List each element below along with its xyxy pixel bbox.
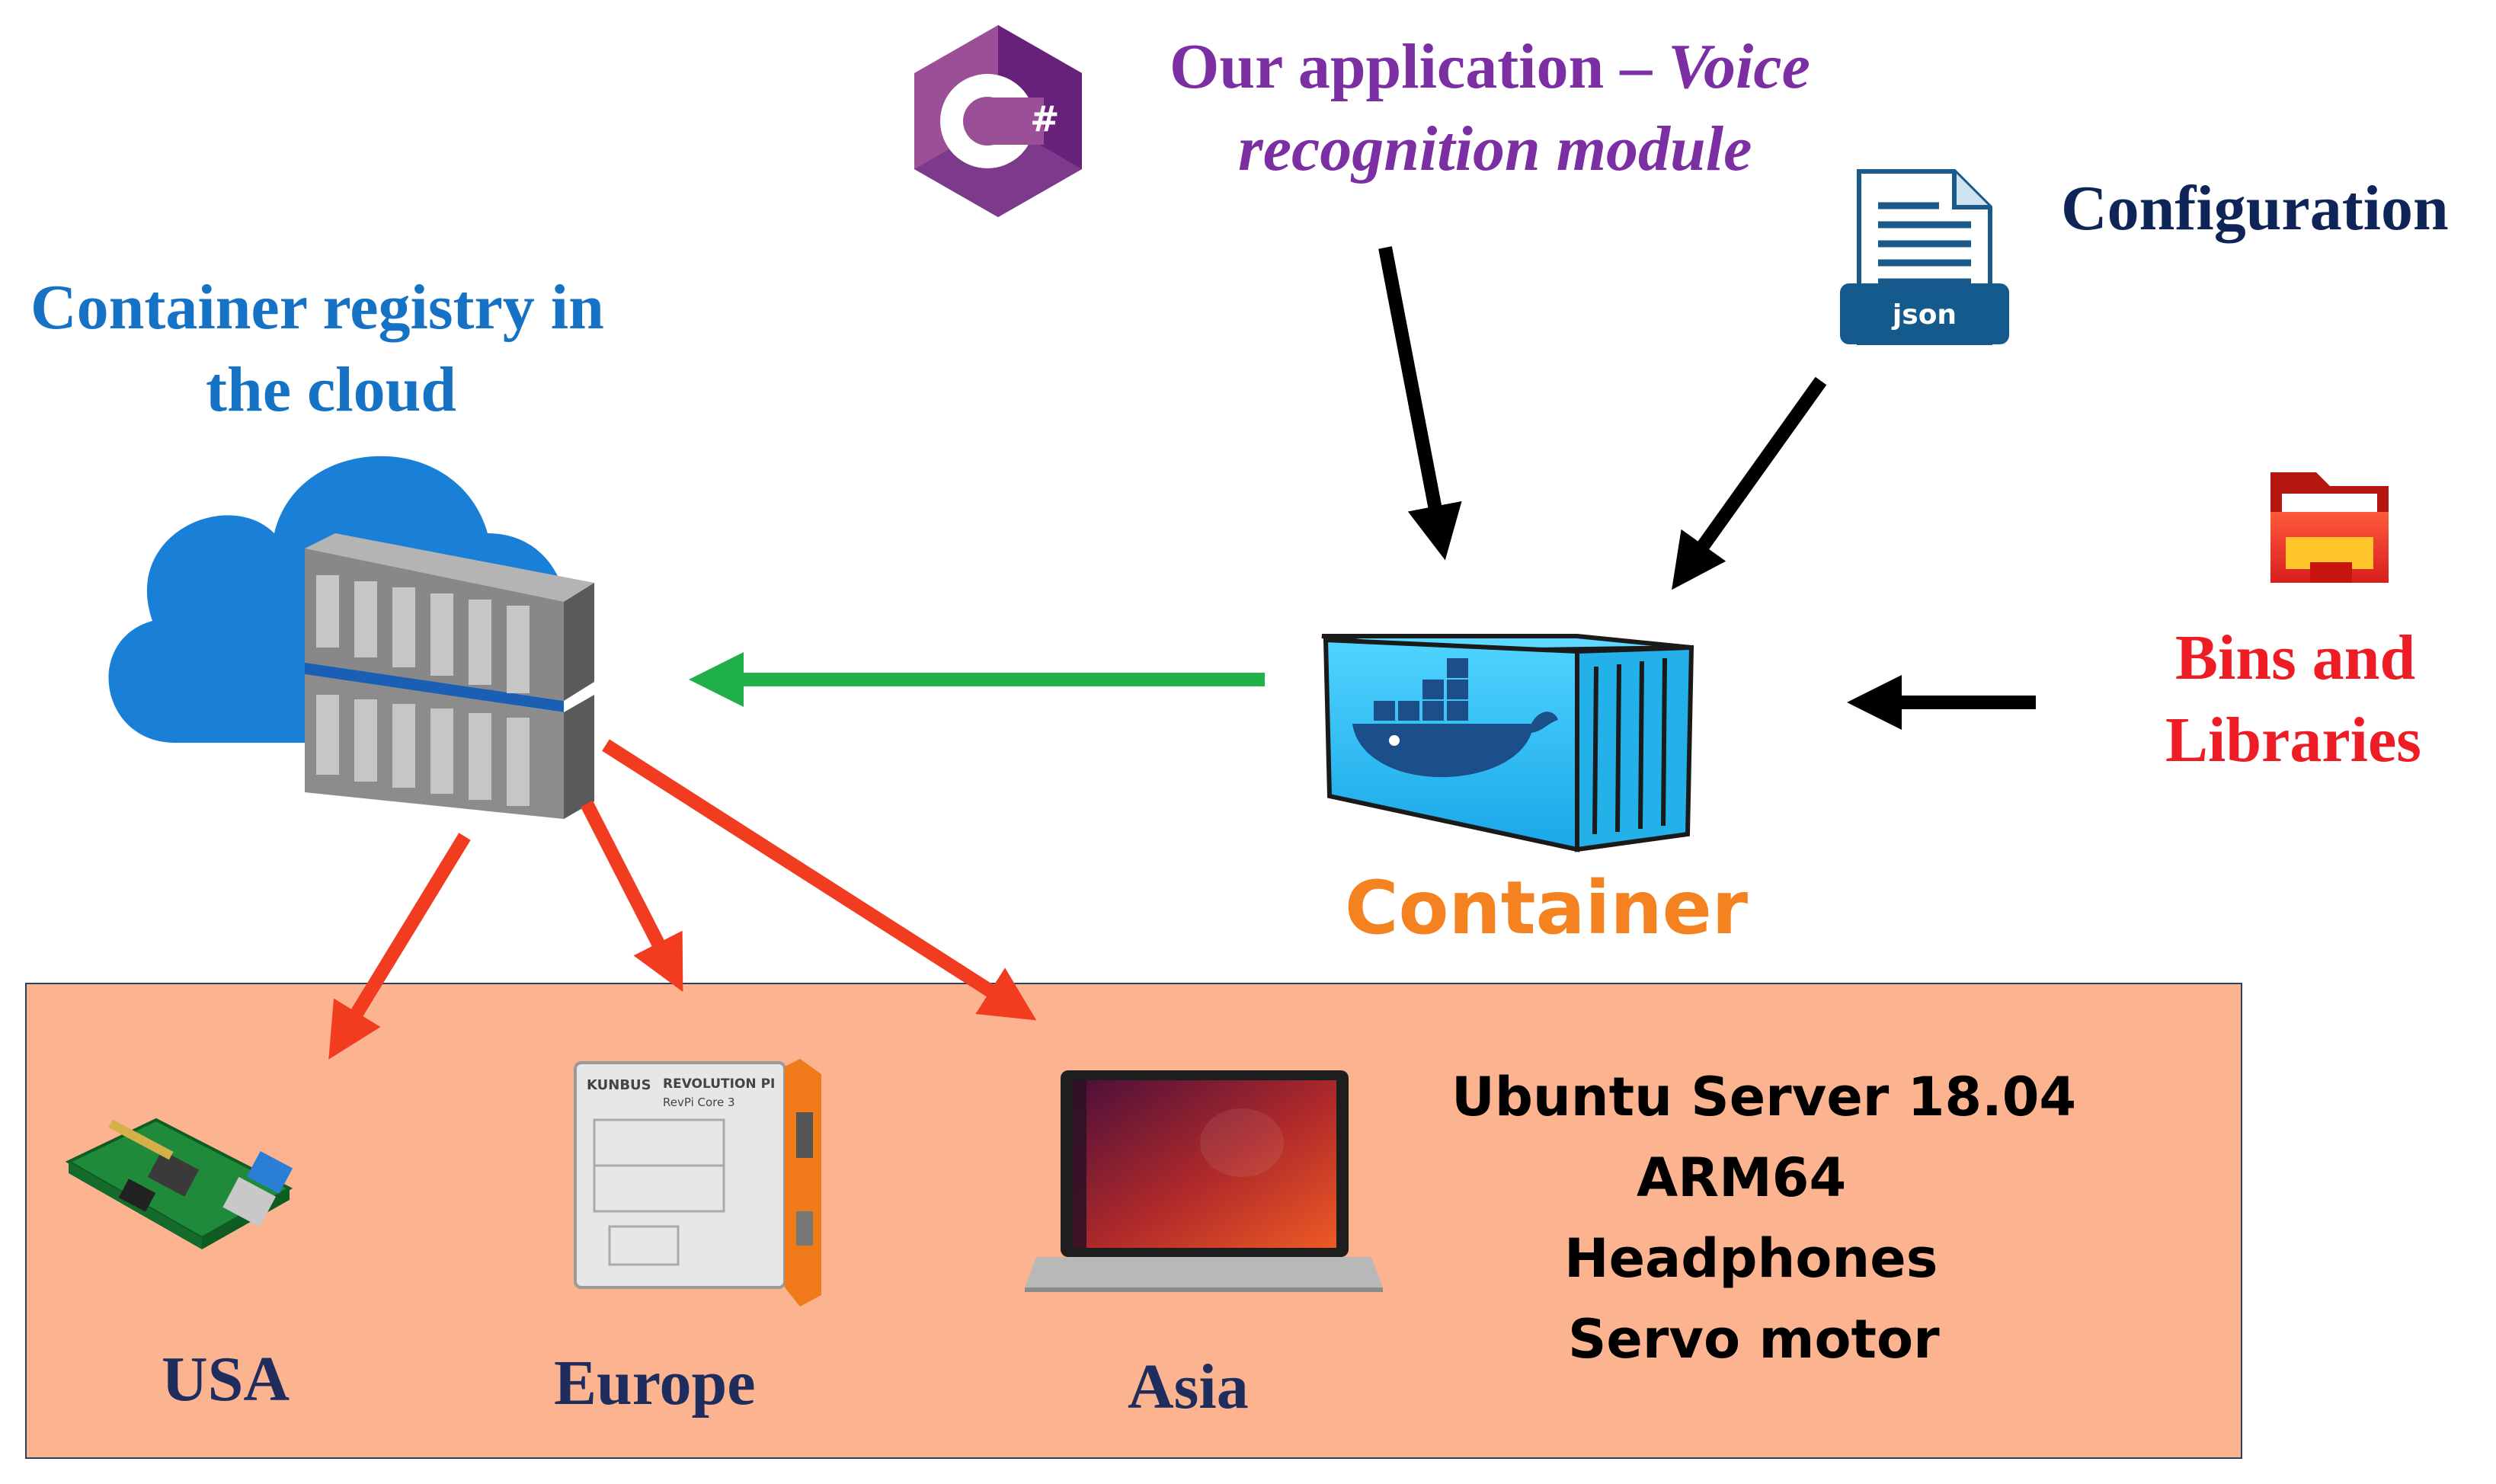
region-label-asia: Asia [1128, 1351, 1249, 1422]
docker-container-icon [1321, 634, 1694, 852]
spec-line-os: Ubuntu Server 18.04 [1451, 1066, 2077, 1128]
cloud-registry-icon [108, 456, 594, 819]
revpi-brand-text: KUNBUS [587, 1077, 651, 1093]
raspberry-pi-board-icon [65, 1118, 293, 1249]
arrow-app-to-container [1378, 246, 1462, 561]
configuration-label: Configuration [2061, 173, 2449, 244]
arrow-registry-to-asia [602, 739, 1037, 1021]
revpi-title-text: REVOLUTION PI [663, 1076, 775, 1092]
folder-icon [2270, 472, 2389, 583]
spec-line-servo: Servo motor [1568, 1308, 1940, 1370]
app-label-line1: Our application – Voice [1170, 31, 1810, 102]
revpi-model-text: RevPi Core 3 [663, 1095, 735, 1109]
spec-line-arch: ARM64 [1637, 1147, 1847, 1209]
registry-label-line1: Container registry in [30, 272, 604, 343]
app-label-line2: recognition module [1238, 114, 1752, 184]
csharp-logo-icon: # [914, 25, 1082, 217]
bins-label-line2: Libraries [2165, 705, 2421, 776]
arrow-config-to-container [1672, 376, 1827, 590]
container-label: Container [1345, 865, 1749, 951]
csharp-hash-glyph: # [1030, 98, 1060, 139]
bins-label-line1: Bins and [2175, 622, 2416, 693]
region-label-usa: USA [162, 1344, 290, 1415]
region-label-europe: Europe [554, 1348, 756, 1418]
json-file-icon: json [1840, 169, 2009, 345]
arrow-registry-to-usa [328, 833, 471, 1060]
spec-line-headphones: Headphones [1564, 1227, 1938, 1290]
app-label-italic: Voice [1668, 31, 1810, 102]
json-tag: json [1891, 299, 1957, 331]
arrow-registry-to-europe [580, 800, 683, 993]
ubuntu-laptop-icon [1025, 1070, 1383, 1292]
app-label-regular: Our application – [1170, 31, 1669, 102]
revolution-pi-module-icon: KUNBUS REVOLUTION PI RevPi Core 3 [574, 1059, 821, 1306]
registry-label-line2: the cloud [206, 354, 457, 425]
